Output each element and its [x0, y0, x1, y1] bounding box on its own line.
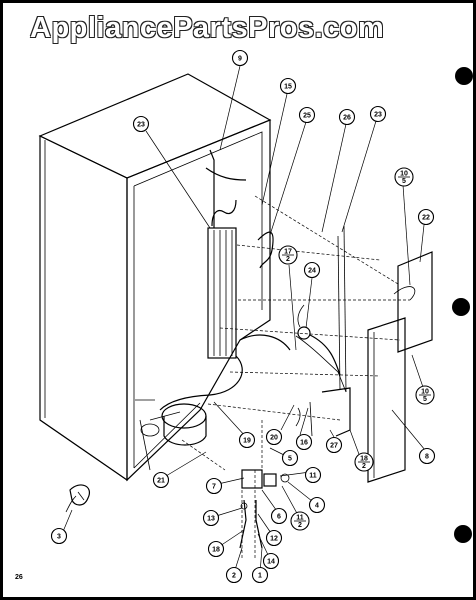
callout-c13: 13: [202, 509, 220, 527]
callout-c3: 3: [50, 527, 68, 545]
callout-c20: 20: [265, 428, 283, 446]
svg-text:18: 18: [360, 456, 368, 463]
leader-lines: [61, 65, 426, 574]
svg-text:8: 8: [425, 454, 429, 461]
watermark: AppliancePartsPros.com: [30, 12, 385, 44]
svg-text:23: 23: [374, 112, 382, 119]
svg-text:11: 11: [309, 473, 317, 480]
svg-text:2: 2: [362, 463, 366, 470]
refrigerator-cabinet: [38, 73, 272, 482]
svg-text:20: 20: [270, 435, 278, 442]
callout-c27: 27: [325, 436, 343, 454]
svg-text:23: 23: [137, 122, 145, 129]
callout-c11a: 11: [304, 466, 322, 484]
svg-text:18: 18: [212, 547, 220, 554]
compressor: [140, 403, 207, 446]
svg-text:24: 24: [308, 268, 316, 275]
svg-text:5: 5: [423, 396, 427, 403]
svg-text:16: 16: [300, 440, 308, 447]
callout-c2: 2: [225, 566, 243, 584]
svg-text:3: 3: [57, 534, 61, 541]
svg-text:13: 13: [207, 516, 215, 523]
callout-c18: 18: [207, 540, 225, 558]
svg-text:22: 22: [422, 215, 430, 222]
callout-c10b: 105: [415, 385, 435, 405]
callout-c15: 15: [279, 77, 297, 95]
tubing: [159, 225, 347, 411]
callout-c4: 4: [308, 496, 326, 514]
svg-text:19: 19: [243, 438, 251, 445]
svg-text:2: 2: [298, 522, 302, 529]
callout-c1: 1: [251, 566, 269, 584]
svg-text:17: 17: [284, 249, 292, 256]
svg-text:2: 2: [232, 573, 236, 580]
svg-text:10: 10: [421, 389, 429, 396]
callout-c6: 6: [270, 507, 288, 525]
svg-text:27: 27: [330, 443, 338, 450]
svg-text:26: 26: [343, 115, 351, 122]
callout-c23b: 23: [369, 105, 387, 123]
svg-text:25: 25: [303, 113, 311, 120]
callout-c19: 19: [238, 431, 256, 449]
svg-text:5: 5: [402, 178, 406, 185]
condenser-coil: [205, 149, 247, 359]
svg-text:12: 12: [270, 536, 278, 543]
callout-c9: 9: [231, 49, 249, 67]
callout-c25: 25: [298, 106, 316, 124]
back-cover-panel: [393, 251, 433, 353]
callout-c10a: 105: [394, 167, 414, 187]
callout-c16: 16: [295, 433, 313, 451]
svg-text:21: 21: [157, 478, 165, 485]
callout-c26: 26: [338, 108, 356, 126]
callout-c21: 21: [152, 471, 170, 489]
cord-clip: [65, 484, 90, 513]
callout-c22: 22: [417, 208, 435, 226]
callout-c14: 14: [262, 552, 280, 570]
callout-c18b: 182: [354, 452, 374, 472]
svg-text:6: 6: [277, 514, 281, 521]
svg-text:10: 10: [400, 171, 408, 178]
callout-c24: 24: [303, 261, 321, 279]
callout-c5: 5: [281, 449, 299, 467]
power-cord: [297, 304, 341, 376]
assembly-lines: [181, 195, 410, 560]
callout-c12: 12: [265, 529, 283, 547]
svg-text:1: 1: [258, 573, 262, 580]
page-number: 26: [15, 574, 23, 581]
svg-text:14: 14: [267, 559, 275, 566]
callout-c7: 7: [205, 477, 223, 495]
svg-text:2: 2: [286, 256, 290, 263]
drain-bracket: [295, 387, 351, 437]
access-panel: [367, 317, 406, 483]
callout-c17: 172: [278, 245, 298, 265]
svg-text:9: 9: [238, 56, 242, 63]
svg-text:15: 15: [284, 84, 292, 91]
callout-c8: 8: [418, 447, 436, 465]
svg-text:7: 7: [212, 484, 216, 491]
svg-text:11: 11: [296, 515, 304, 522]
svg-text:4: 4: [315, 503, 319, 510]
svg-text:5: 5: [288, 456, 292, 463]
callout-c23a: 23: [132, 115, 150, 133]
callout-c11b: 112: [290, 511, 310, 531]
